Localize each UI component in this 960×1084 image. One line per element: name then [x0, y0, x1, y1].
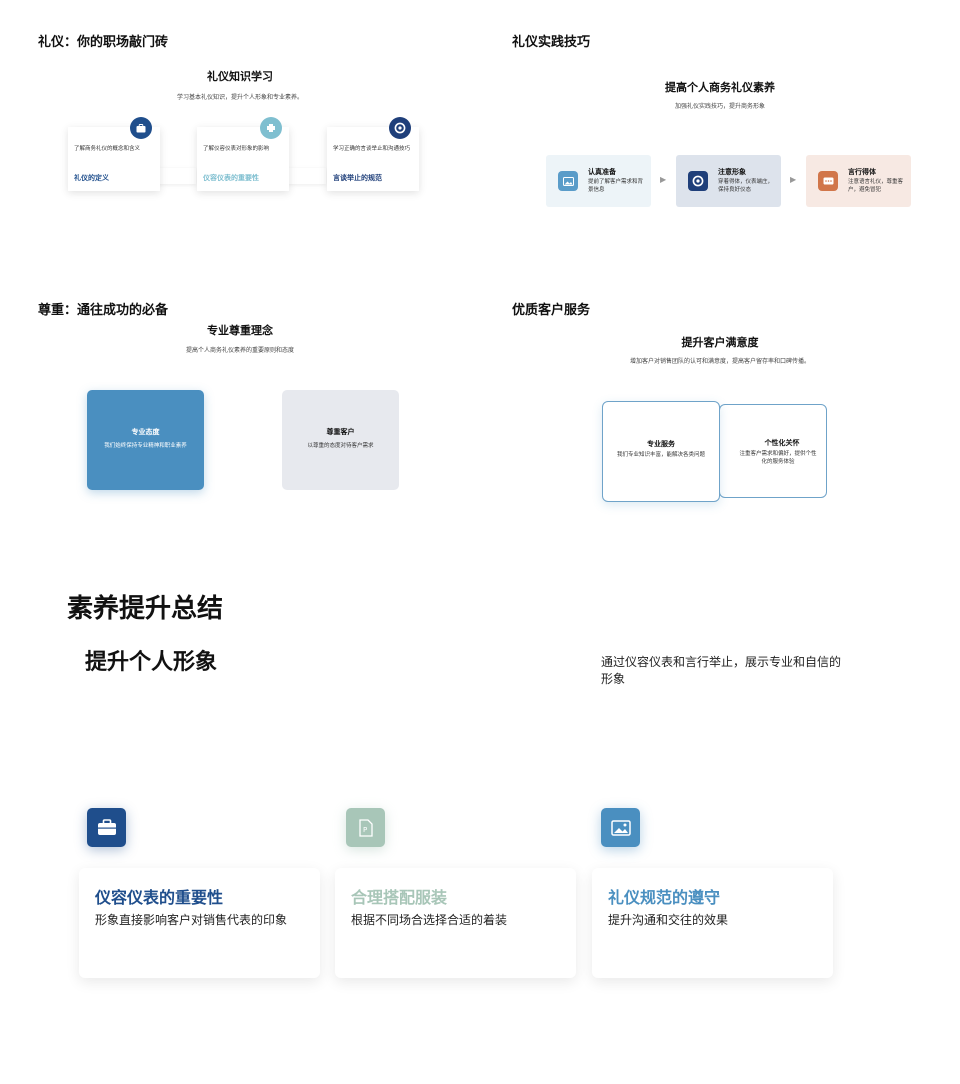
section-title: 优质客户服务 — [512, 303, 591, 318]
card-desc: 注重客户需求和偏好，提供个性化的服务体验 — [739, 451, 817, 465]
card-title: 专业服务 — [647, 440, 675, 448]
slide-desc: 通过仪容仪表和言行举止，展示专业和自信的形象 — [601, 655, 842, 687]
summary-card-outfit: 合理搭配服装 根据不同场合选择合适的着装 — [335, 868, 576, 978]
card-desc: 形象直接影响客户对销售代表的印象 — [95, 913, 288, 927]
card-desc: 根据不同场合选择合适的着装 — [351, 913, 508, 927]
service-card-personalized: 个性化关怀 注重客户需求和偏好，提供个性化的服务体验 — [719, 404, 827, 498]
card-title: 礼仪规范的遵守 — [608, 888, 721, 907]
card-desc: 了解仪容仪表对形象的影响 — [203, 146, 270, 152]
card-title: 尊重客户 — [326, 428, 355, 436]
step-card-3: 言行得体 注意语言礼仪，尊重客户，避免冒犯 — [806, 155, 911, 207]
section-title: 礼仪：你的职场敲门砖 — [38, 35, 169, 50]
card-desc: 提升沟通和交往的效果 — [608, 913, 729, 927]
card-desc: 我们始终保持专业精神和职业素养 — [104, 443, 187, 449]
card-title: 合理搭配服装 — [351, 888, 448, 907]
step-desc: 提前了解客户需求和背景信息 — [588, 179, 644, 193]
target-icon — [389, 117, 411, 139]
card-label: 礼仪的定义 — [74, 174, 109, 182]
step-desc: 穿着得体，仪表端庄，保持良好仪态 — [718, 179, 774, 193]
card-connector — [158, 168, 196, 184]
briefcase-icon — [87, 808, 126, 847]
step-title: 言行得体 — [848, 168, 876, 176]
slide-title: 礼仪知识学习 — [207, 70, 273, 83]
card-title: 个性化关怀 — [764, 439, 800, 447]
summary-card-etiquette: 礼仪规范的遵守 提升沟通和交往的效果 — [592, 868, 833, 978]
section-title: 尊重：通往成功的必备 — [38, 303, 169, 318]
service-card-professional: 专业服务 我们专业知识丰富，能解决各类问题 — [602, 401, 720, 502]
slide-subtitle: 增加客户对销售团队的认可和满意度，提高客户留存率和口碑传播。 — [629, 358, 810, 365]
slide-etiquette-knowledge: 礼仪：你的职场敲门砖 礼仪知识学习 学习基本礼仪知识，提升个人形象和专业素养。 … — [0, 0, 480, 270]
slide-practice-skills: 礼仪实践技巧 提高个人商务礼仪素养 加强礼仪实践技巧，提升商务形象 认真准备 提… — [480, 0, 960, 270]
arrow-right-icon: ▶ — [790, 175, 797, 184]
step-card-2: 注意形象 穿着得体，仪表端庄，保持良好仪态 — [676, 155, 781, 207]
svg-text:P: P — [363, 826, 367, 834]
step-card-1: 认真准备 提前了解客户需求和背景信息 — [546, 155, 651, 207]
target-icon — [688, 171, 708, 191]
document-icon: P — [346, 808, 385, 847]
slide-respect: 尊重：通往成功的必备 专业尊重理念 提高个人商务礼仪素养的重要原则和态度 专业态… — [0, 270, 480, 540]
chat-icon — [818, 171, 838, 191]
slide-title: 提升客户满意度 — [681, 336, 759, 349]
card-desc: 以尊重的态度对待客户需求 — [307, 443, 374, 449]
card-desc: 我们专业知识丰富，能解决各类问题 — [616, 452, 705, 458]
section-title: 礼仪实践技巧 — [512, 35, 591, 50]
image-icon — [558, 171, 578, 191]
slide-customer-service: 优质客户服务 提升客户满意度 增加客户对销售团队的认可和满意度，提高客户留存率和… — [480, 270, 960, 540]
step-desc: 注意语言礼仪，尊重客户，避免冒犯 — [848, 179, 904, 193]
step-title: 注意形象 — [718, 168, 746, 176]
arrow-right-icon: ▶ — [660, 175, 667, 184]
card-desc: 了解商务礼仪的概念和含义 — [74, 146, 141, 152]
respect-card-professional: 专业态度 我们始终保持专业精神和职业素养 — [87, 390, 204, 490]
image-icon — [601, 808, 640, 847]
card-title: 专业态度 — [131, 428, 160, 436]
card-desc: 学习正确的言谈举止和沟通技巧 — [333, 146, 411, 152]
slide-summary: 素养提升总结 提升个人形象 通过仪容仪表和言行举止，展示专业和自信的形象 P 仪… — [0, 540, 960, 1084]
puzzle-icon — [260, 117, 282, 139]
card-label: 仪容仪表的重要性 — [203, 174, 259, 182]
card-title: 仪容仪表的重要性 — [95, 888, 224, 907]
slide-title: 提高个人商务礼仪素养 — [665, 81, 775, 94]
slide-title: 专业尊重理念 — [207, 324, 273, 337]
slide-subtitle: 提高个人商务礼仪素养的重要原则和态度 — [185, 347, 294, 354]
step-title: 认真准备 — [588, 168, 616, 176]
slide-subtitle: 学习基本礼仪知识，提升个人形象和专业素养。 — [176, 94, 303, 101]
card-label: 言谈举止的规范 — [333, 174, 382, 182]
card-connector — [288, 168, 326, 184]
summary-card-appearance: 仪容仪表的重要性 形象直接影响客户对销售代表的印象 — [79, 868, 320, 978]
slide-subtitle: 提升个人形象 — [85, 650, 218, 675]
slide-title: 素养提升总结 — [67, 594, 224, 624]
respect-card-customer: 尊重客户 以尊重的态度对待客户需求 — [282, 390, 399, 490]
slide-subtitle: 加强礼仪实践技巧，提升商务形象 — [674, 103, 765, 110]
briefcase-icon — [130, 117, 152, 139]
